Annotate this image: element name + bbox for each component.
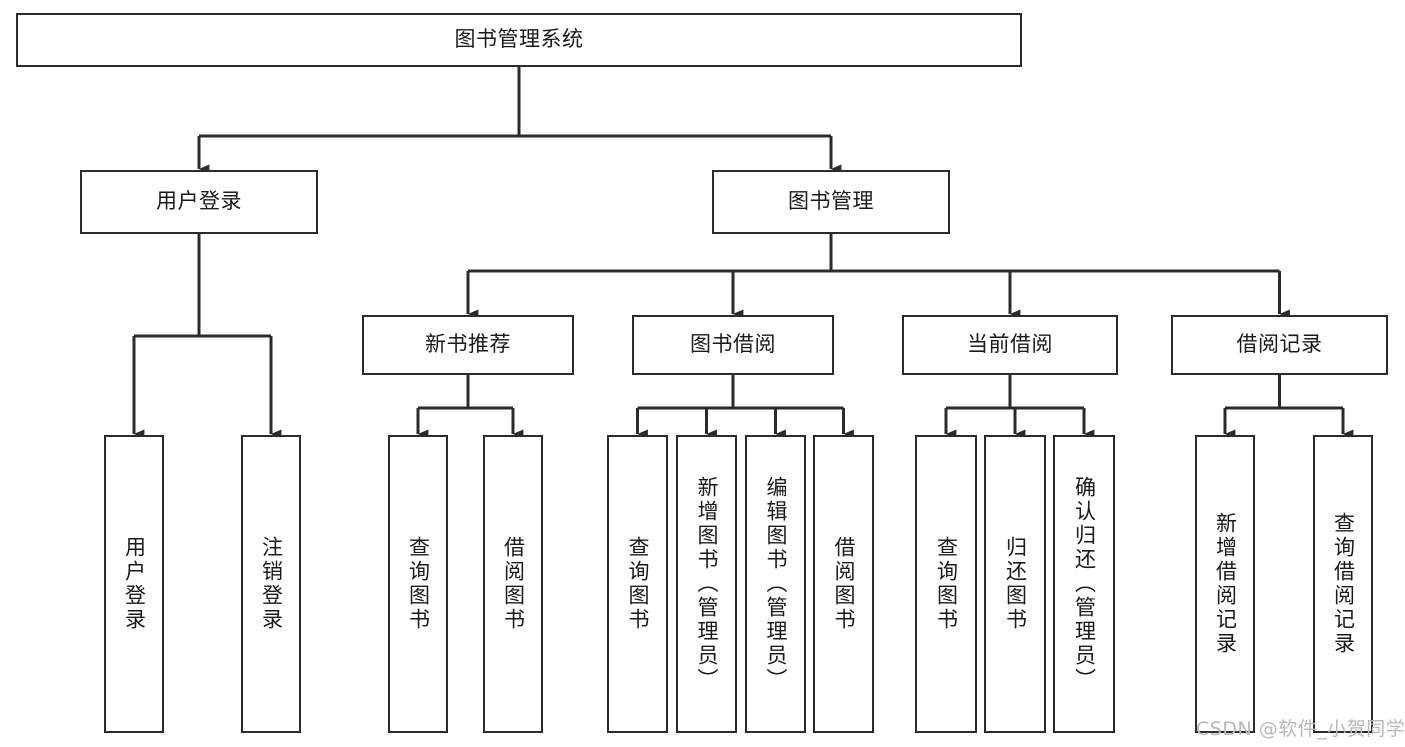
leaf-query-book-current[interactable]: 查询图书: [915, 435, 977, 733]
csdn-watermark: CSDN @软件_小贺同学: [1196, 718, 1405, 740]
node-label: 查询图书: [934, 536, 959, 632]
leaf-borrow-book-recommend[interactable]: 借阅图书: [483, 435, 543, 733]
leaf-edit-book-admin[interactable]: 编辑图书（管理员）: [745, 435, 806, 733]
node-user-login[interactable]: 用户登录: [80, 170, 318, 234]
node-root-book-management-system[interactable]: 图书管理系统: [16, 13, 1022, 67]
leaf-add-book-admin[interactable]: 新增图书（管理员）: [676, 435, 737, 733]
node-new-book-recommend[interactable]: 新书推荐: [362, 315, 574, 375]
node-label: 借阅图书: [501, 536, 526, 632]
leaf-query-borrow-record[interactable]: 查询借阅记录: [1313, 435, 1373, 733]
node-label: 新增借阅记录: [1213, 512, 1238, 656]
node-current-borrow[interactable]: 当前借阅: [902, 315, 1118, 375]
node-label: 新增图书（管理员）: [694, 476, 719, 692]
leaf-borrow-book[interactable]: 借阅图书: [813, 435, 874, 733]
node-label: 图书管理系统: [454, 27, 584, 52]
node-label: 用户登录: [122, 536, 147, 632]
node-label: 当前借阅: [967, 332, 1053, 357]
node-label: 图书管理: [788, 189, 874, 214]
node-label: 查询图书: [625, 536, 650, 632]
node-label: 查询借阅记录: [1331, 512, 1356, 656]
node-label: 注销登录: [259, 536, 284, 632]
node-label: 借阅图书: [831, 536, 856, 632]
leaf-user-login[interactable]: 用户登录: [104, 435, 164, 733]
node-label: 归还图书: [1003, 536, 1028, 632]
node-book-management[interactable]: 图书管理: [712, 170, 950, 234]
node-label: 用户登录: [156, 189, 242, 214]
node-label: 查询图书: [406, 536, 431, 632]
node-label: 确认归还（管理员）: [1072, 476, 1097, 692]
leaf-add-borrow-record[interactable]: 新增借阅记录: [1195, 435, 1255, 733]
node-book-borrow[interactable]: 图书借阅: [632, 315, 834, 375]
leaf-confirm-return-admin[interactable]: 确认归还（管理员）: [1053, 435, 1115, 733]
node-label: 新书推荐: [425, 332, 511, 357]
node-label: 借阅记录: [1236, 332, 1323, 357]
leaf-logout-login[interactable]: 注销登录: [241, 435, 301, 733]
leaf-return-book[interactable]: 归还图书: [984, 435, 1046, 733]
leaf-query-book-borrow[interactable]: 查询图书: [607, 435, 668, 733]
node-label: 图书借阅: [690, 332, 776, 357]
leaf-query-book-recommend[interactable]: 查询图书: [388, 435, 448, 733]
node-borrow-record[interactable]: 借阅记录: [1171, 315, 1388, 375]
node-label: 编辑图书（管理员）: [763, 476, 788, 692]
